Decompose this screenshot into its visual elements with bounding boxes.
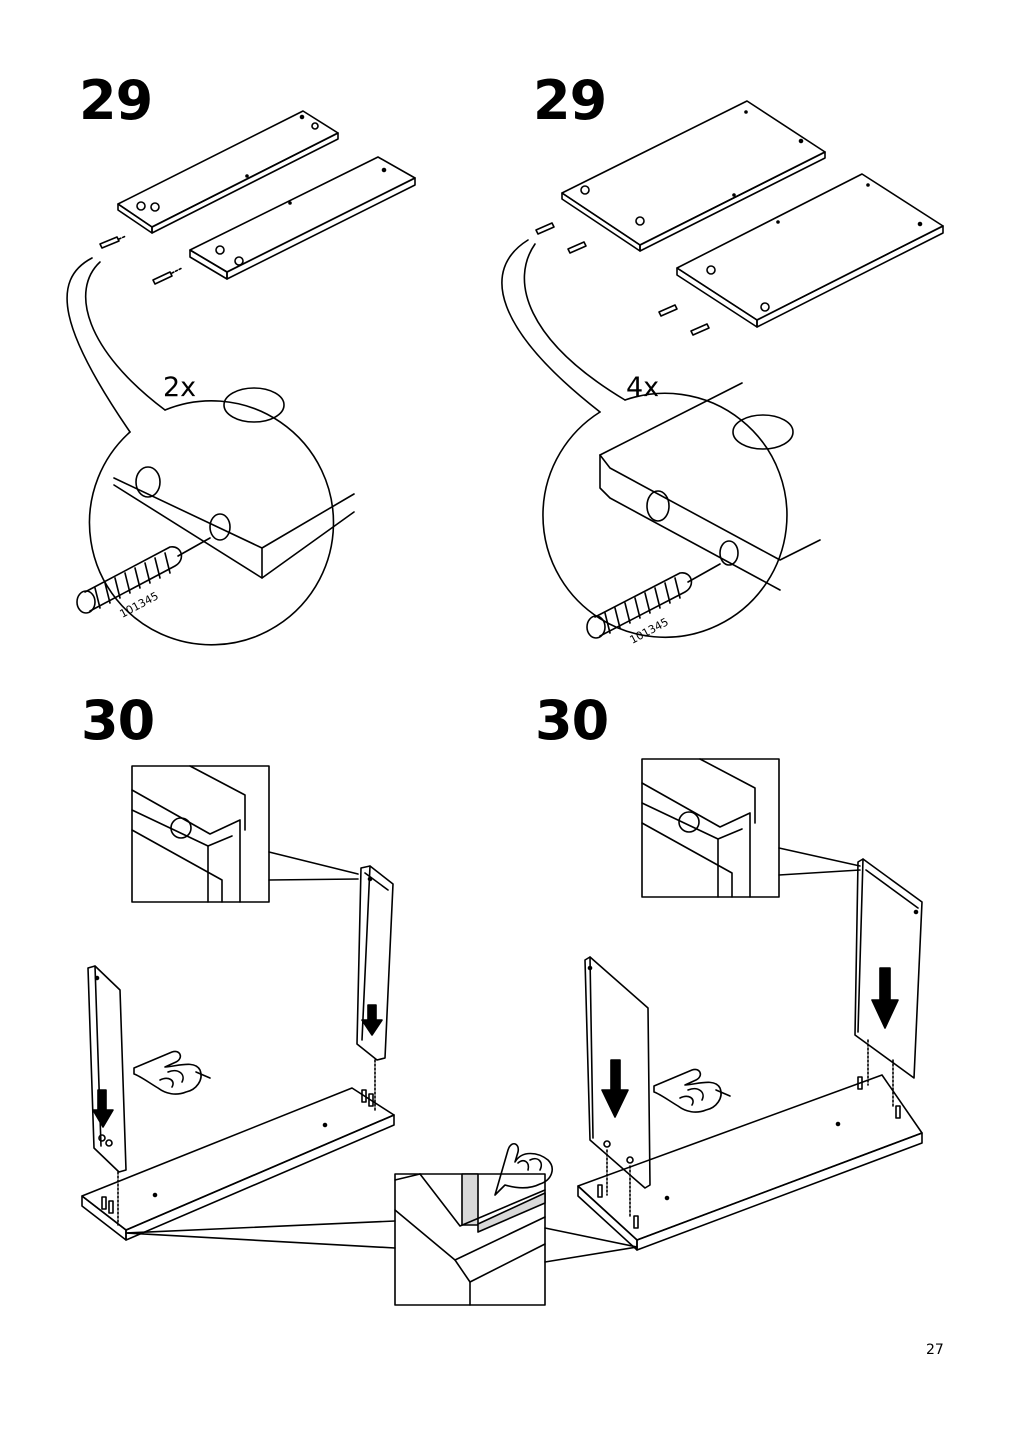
- side-panel-left: [584, 956, 651, 1189]
- step-number: 30: [535, 689, 609, 752]
- pointing-hand-icon: [494, 1143, 553, 1196]
- shelf-board-1: [117, 110, 339, 234]
- side-panel-right: [356, 865, 394, 1061]
- pointing-hand-icon: [133, 1050, 211, 1095]
- magnifier-detail: [131, 765, 359, 903]
- quantity-label: 2x: [163, 372, 197, 403]
- dowel-icon: [76, 537, 211, 614]
- step-number: 30: [81, 689, 155, 752]
- edge-detail-inset: [394, 1143, 553, 1306]
- magnifier-detail: [641, 758, 861, 898]
- shelf-board-1: [561, 100, 826, 252]
- dowel-icon: [586, 563, 721, 639]
- step30-right-illustration: [544, 758, 923, 1263]
- down-arrow-icon: [92, 1089, 114, 1128]
- side-panel-right: [854, 858, 923, 1079]
- page-number: 27: [926, 1342, 944, 1358]
- down-arrow-icon: [871, 967, 899, 1029]
- step-number: 29: [79, 69, 153, 132]
- shelf-board-2: [676, 173, 944, 328]
- dowel-icon: [597, 1076, 901, 1229]
- step-number: 29: [533, 69, 607, 132]
- base-board: [81, 1087, 395, 1241]
- magnifier-detail: [542, 382, 821, 638]
- down-arrow-icon: [361, 1004, 383, 1036]
- magnifier-detail: [88, 387, 355, 646]
- dowel-icon: [99, 236, 173, 285]
- dowel-icon: [535, 222, 710, 336]
- pointing-hand-icon: [653, 1068, 731, 1113]
- step29-left-illustration: [66, 110, 416, 646]
- dowel-icon: [101, 1089, 374, 1214]
- shelf-board-2: [189, 156, 416, 280]
- side-panel-left: [87, 965, 127, 1173]
- quantity-label: 4x: [626, 372, 660, 403]
- step30-left-illustration: [81, 765, 396, 1249]
- step29-right-illustration: [501, 100, 944, 639]
- down-arrow-icon: [601, 1059, 629, 1118]
